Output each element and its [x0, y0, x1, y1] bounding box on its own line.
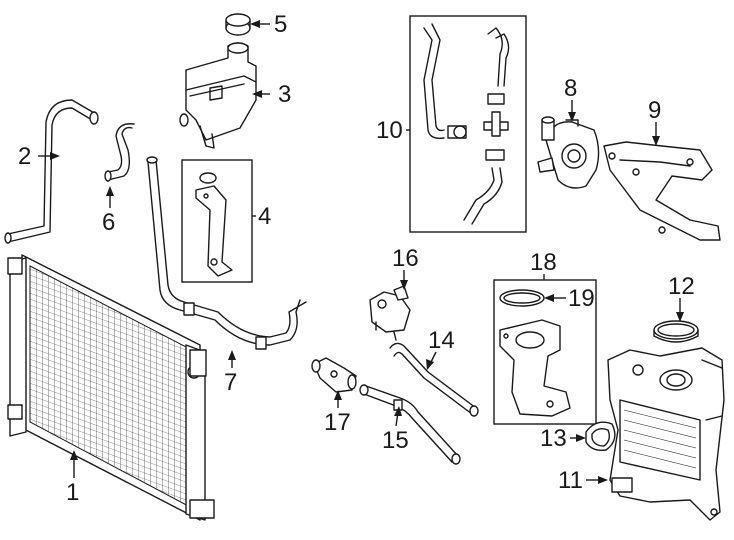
callout-10: 10 — [376, 117, 403, 144]
reservoir-bracket — [195, 172, 233, 277]
callout-labels: 1 2 3 4 5 6 7 8 9 10 11 12 13 14 15 16 1… — [18, 11, 695, 506]
thermostat-outlet — [369, 285, 411, 341]
long-coolant-hose — [146, 156, 307, 350]
callout-16: 16 — [392, 245, 419, 272]
gasket-ring — [585, 421, 616, 452]
callout-4: 4 — [258, 203, 271, 230]
callout-17: 17 — [324, 409, 351, 436]
callout-11: 11 — [558, 467, 583, 494]
callout-3: 3 — [278, 81, 291, 108]
part-4-box — [181, 159, 253, 283]
callout-15: 15 — [382, 427, 409, 454]
callout-13: 13 — [540, 425, 567, 452]
reservoir-cap — [225, 13, 251, 36]
inverter-converter-assembly — [607, 347, 725, 521]
callout-14: 14 — [428, 327, 455, 354]
coolant-fitting — [311, 357, 357, 393]
callout-12: 12 — [668, 273, 695, 300]
part-10-box — [409, 15, 527, 233]
callout-leaders — [38, 20, 684, 484]
callout-7: 7 — [224, 369, 237, 396]
part-18-box — [493, 279, 597, 425]
callout-2: 2 — [18, 143, 31, 170]
hose-clamp — [653, 320, 699, 343]
upper-radiator-hose — [4, 99, 99, 244]
callout-9: 9 — [648, 97, 661, 124]
callout-5: 5 — [274, 11, 287, 38]
heater-hose-upper — [389, 342, 479, 417]
callout-18: 18 — [530, 249, 557, 276]
water-pump-hose-kit — [423, 23, 510, 225]
electric-water-pump — [537, 116, 600, 189]
coolant-reservoir-tank — [179, 42, 257, 149]
adapter-kit — [499, 289, 571, 417]
callout-19: 19 — [568, 285, 595, 312]
callout-1: 1 — [66, 479, 79, 506]
radiator — [7, 254, 215, 521]
water-pump-bracket — [603, 141, 721, 241]
callout-8: 8 — [564, 75, 577, 102]
heater-hose-lower — [359, 384, 461, 465]
small-bypass-hose — [104, 123, 135, 182]
callout-6: 6 — [102, 209, 115, 236]
